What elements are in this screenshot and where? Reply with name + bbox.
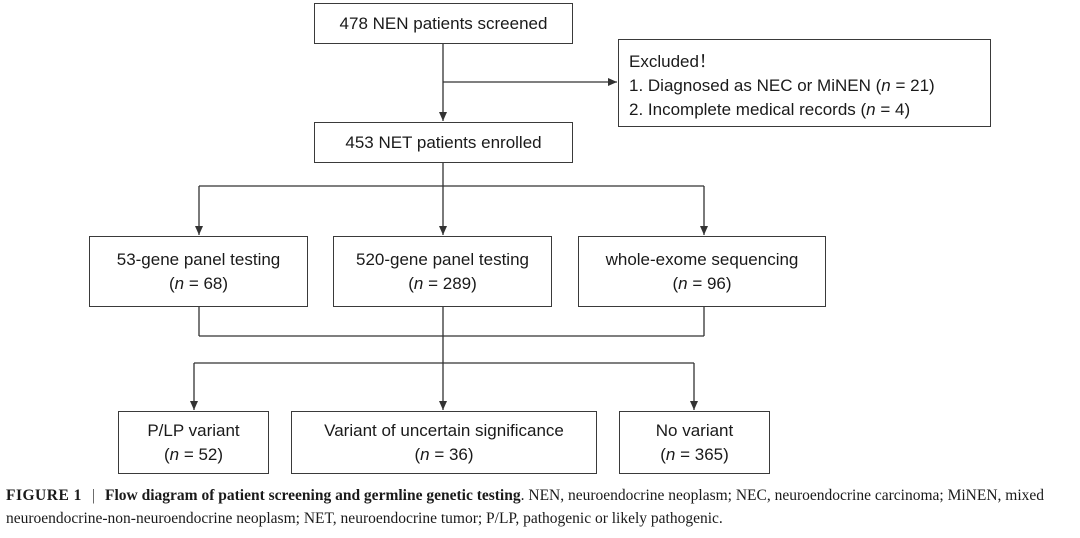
enrolled-text: 453 NET patients enrolled [345,132,542,152]
caption-title: Flow diagram of patient screening and ge… [105,487,521,504]
novar-count: (n = 365) [660,444,729,464]
vus-label: Variant of uncertain significance [324,420,564,440]
excluded-box: Excluded！ 1. Diagnosed as NEC or MiNEN (… [618,39,991,127]
excluded-title: Excluded！ [629,52,716,71]
screened-box: 478 NEN patients screened [314,3,573,44]
plp-label: P/LP variant [147,420,240,440]
wes-label: whole-exome sequencing [605,249,799,269]
plp-box: P/LP variant (n = 52) [118,411,269,474]
vus-box: Variant of uncertain significance (n = 3… [291,411,597,474]
panel53-label: 53-gene panel testing [116,249,281,269]
plp-count: (n = 52) [163,444,224,464]
wes-box: whole-exome sequencing (n = 96) [578,236,826,307]
caption-separator: | [91,487,96,504]
novar-label: No variant [655,420,734,440]
panel53-count: (n = 68) [168,273,229,293]
figure-label: FIGURE 1 [6,487,82,504]
figure-caption: FIGURE 1 | Flow diagram of patient screeni… [6,484,1076,530]
panel520-count: (n = 289) [408,273,477,293]
panel53-box: 53-gene panel testing (n = 68) [89,236,308,307]
enrolled-box: 453 NET patients enrolled [314,122,573,163]
panel520-box: 520-gene panel testing (n = 289) [333,236,552,307]
excluded-item-2: 2. Incomplete medical records (n = 4) [629,100,911,119]
panel520-label: 520-gene panel testing [356,249,529,269]
vus-count: (n = 36) [414,444,474,464]
screened-text: 478 NEN patients screened [339,13,548,33]
novar-box: No variant (n = 365) [619,411,770,474]
excluded-item-1: 1. Diagnosed as NEC or MiNEN (n = 21) [629,76,935,95]
wes-count: (n = 96) [672,273,732,293]
caption-body: . NEN, neuroendocrine neoplasm; NEC, neu… [6,487,1045,527]
